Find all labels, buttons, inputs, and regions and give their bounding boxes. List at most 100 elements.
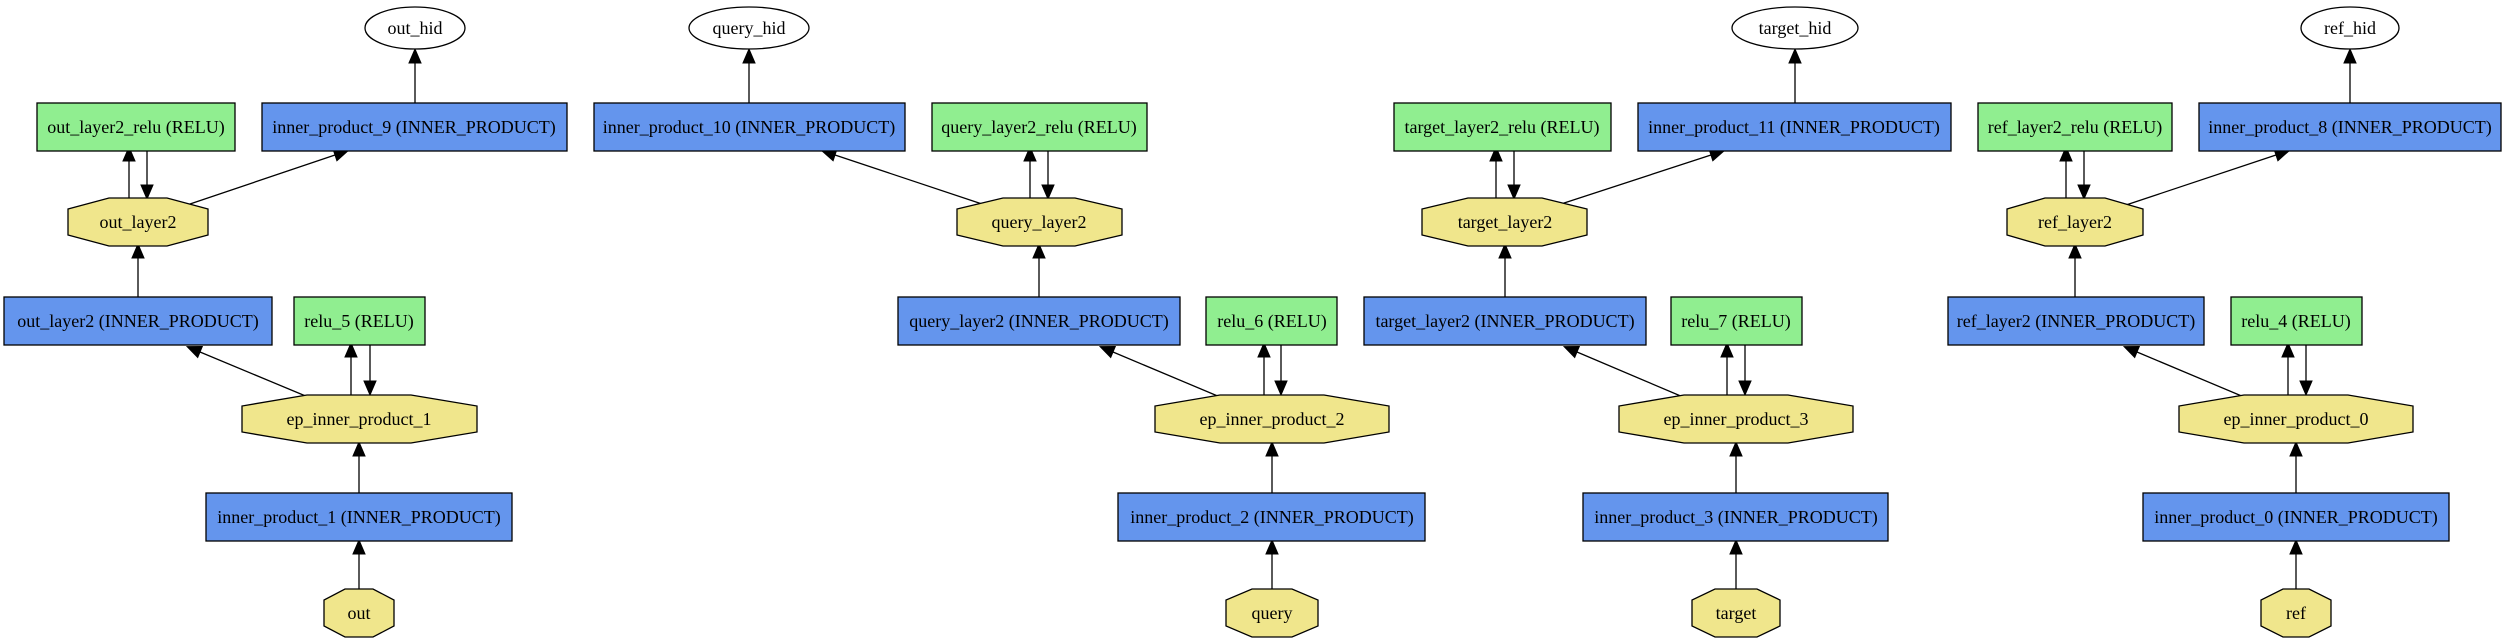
node-relu-4: relu_4 (RELU) xyxy=(2230,296,2363,346)
node-inner-product-8: inner_product_8 (INNER_PRODUCT) xyxy=(2198,102,2502,152)
arrowhead xyxy=(140,184,154,201)
node-label: target xyxy=(1716,603,1757,623)
node-inner-product-9: inner_product_9 (INNER_PRODUCT) xyxy=(261,102,568,152)
edges xyxy=(122,47,2357,593)
inner-product-layer-box xyxy=(1582,492,1889,542)
arrowhead xyxy=(1274,380,1288,397)
relu-layer-box xyxy=(293,296,426,346)
arrowhead xyxy=(2059,145,2073,162)
arrowhead xyxy=(2343,47,2357,64)
arrowhead xyxy=(2289,440,2303,457)
node-inner-product-3: inner_product_3 (INNER_PRODUCT) xyxy=(1582,492,1889,542)
node-ep-inner-product-0: ep_inner_product_0 xyxy=(2178,394,2414,444)
blob-octagon xyxy=(323,588,395,638)
output-blob-shape xyxy=(364,6,466,50)
node-target-hid: target_hid xyxy=(1731,6,1859,50)
node-label: inner_product_9 (INNER_PRODUCT) xyxy=(272,117,555,138)
blob-octagon xyxy=(1225,588,1319,638)
node-label: relu_5 (RELU) xyxy=(304,311,413,332)
arrowhead xyxy=(1041,184,1055,201)
relu-layer-box xyxy=(1205,296,1338,346)
node-inner-product-1: inner_product_1 (INNER_PRODUCT) xyxy=(205,492,513,542)
node-ref-layer2-relu: ref_layer2_relu (RELU) xyxy=(1977,102,2173,152)
arrowhead xyxy=(131,242,145,259)
blob-octagon xyxy=(2006,197,2144,247)
node-ep-inner-product-3: ep_inner_product_3 xyxy=(1618,394,1854,444)
inner-product-layer-box xyxy=(593,102,906,152)
arrowhead xyxy=(408,47,422,64)
node-label: target_layer2_relu (RELU) xyxy=(1404,117,1599,138)
node-label: inner_product_0 (INNER_PRODUCT) xyxy=(2154,507,2437,528)
node-relu-7: relu_7 (RELU) xyxy=(1670,296,1803,346)
edge-ep-inner-product-0-to-ref-layer2-ip xyxy=(2136,351,2245,398)
arrowhead xyxy=(1257,341,1271,358)
arrowhead xyxy=(1498,242,1512,259)
edge-target-layer2-to-inner-product-11 xyxy=(1557,154,1712,206)
node-label: inner_product_11 (INNER_PRODUCT) xyxy=(1648,117,1940,138)
node-label: out_layer2 (INNER_PRODUCT) xyxy=(17,311,258,332)
node-out-layer2-ip: out_layer2 (INNER_PRODUCT) xyxy=(3,296,273,346)
inner-product-layer-box xyxy=(1637,102,1952,152)
node-label: out xyxy=(347,603,370,623)
node-inner-product-11: inner_product_11 (INNER_PRODUCT) xyxy=(1637,102,1952,152)
blob-octagon xyxy=(956,197,1123,247)
arrowhead xyxy=(1788,47,1802,64)
node-label: inner_product_8 (INNER_PRODUCT) xyxy=(2208,117,2491,138)
node-out-layer2-blob: out_layer2 xyxy=(67,197,209,247)
arrowhead xyxy=(1562,345,1581,359)
blob-octagon xyxy=(1421,197,1588,247)
node-label: target_layer2 (INNER_PRODUCT) xyxy=(1375,311,1634,332)
arrowhead xyxy=(1098,345,1117,359)
node-target-layer2-relu: target_layer2_relu (RELU) xyxy=(1393,102,1612,152)
inner-product-layer-box xyxy=(3,296,273,346)
relu-layer-box xyxy=(1670,296,1803,346)
node-label: ref_layer2 (INNER_PRODUCT) xyxy=(1957,311,2195,332)
inner-product-layer-box xyxy=(897,296,1181,346)
node-inner-product-0: inner_product_0 (INNER_PRODUCT) xyxy=(2142,492,2450,542)
node-target: target xyxy=(1691,588,1781,638)
arrowhead xyxy=(352,440,366,457)
arrowhead xyxy=(2068,242,2082,259)
arrowhead xyxy=(1720,341,1734,358)
node-label: ref_layer2 xyxy=(2038,212,2112,232)
arrowhead xyxy=(2281,341,2295,358)
node-ref-hid: ref_hid xyxy=(2300,6,2400,50)
edge-ref-layer2-to-inner-product-8 xyxy=(2125,154,2277,206)
node-label: query_layer2 (INNER_PRODUCT) xyxy=(909,311,1168,332)
arrowhead xyxy=(1738,380,1752,397)
blob-octagon xyxy=(2178,394,2414,444)
edge-out-layer2-to-inner-product-9 xyxy=(186,154,336,206)
inner-product-layer-box xyxy=(2198,102,2502,152)
output-blob-shape xyxy=(2300,6,2400,50)
node-label: relu_7 (RELU) xyxy=(1681,311,1790,332)
node-label: ep_inner_product_1 xyxy=(287,409,432,429)
node-ep-inner-product-1: ep_inner_product_1 xyxy=(241,394,478,444)
node-query-hid: query_hid xyxy=(688,6,810,50)
node-label: ep_inner_product_3 xyxy=(1664,409,1809,429)
relu-layer-box xyxy=(1393,102,1612,152)
edge-ep-inner-product-2-to-query-layer2-ip xyxy=(1112,351,1221,398)
arrowhead xyxy=(344,341,358,358)
node-query: query xyxy=(1225,588,1319,638)
arrowhead xyxy=(2289,538,2303,555)
arrowhead xyxy=(2299,380,2313,397)
arrowhead xyxy=(363,380,377,397)
inner-product-layer-box xyxy=(1117,492,1426,542)
node-relu-6: relu_6 (RELU) xyxy=(1205,296,1338,346)
node-label: query_layer2 xyxy=(992,212,1087,232)
node-ref-layer2-blob: ref_layer2 xyxy=(2006,197,2144,247)
blob-octagon xyxy=(1691,588,1781,638)
node-target-layer2-ip: target_layer2 (INNER_PRODUCT) xyxy=(1363,296,1647,346)
node-out: out xyxy=(323,588,395,638)
arrowhead xyxy=(1729,538,1743,555)
node-target-layer2-blob: target_layer2 xyxy=(1421,197,1588,247)
node-label: ref_layer2_relu (RELU) xyxy=(1988,117,2162,138)
arrowhead xyxy=(352,538,366,555)
blob-octagon xyxy=(67,197,209,247)
node-relu-5: relu_5 (RELU) xyxy=(293,296,426,346)
node-ref: ref xyxy=(2260,588,2332,638)
relu-layer-box xyxy=(931,102,1148,152)
arrowhead xyxy=(1023,145,1037,162)
arrowhead xyxy=(2122,345,2141,359)
